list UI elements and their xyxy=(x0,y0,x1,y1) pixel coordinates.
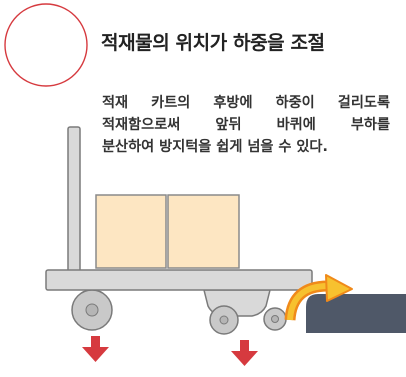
description-line: 분산하여 방지턱을 쉽게 넘을 수 있다. xyxy=(102,139,328,155)
cart-deck xyxy=(45,269,313,291)
cargo-box-right xyxy=(167,194,240,269)
speed-bump xyxy=(306,294,406,333)
down-arrow-icon xyxy=(231,340,258,366)
rear-wheel xyxy=(71,289,113,331)
description-text: 적재 카트의 후방에 하중이 걸리도록 적재함으로써 앞뒤 바퀴에 부하를 분산… xyxy=(102,92,390,158)
description-line: 적재 카트의 후방에 하중이 걸리도록 xyxy=(102,95,390,111)
circle-outline-icon xyxy=(4,3,88,87)
front-caster xyxy=(203,289,287,335)
cargo-box-left xyxy=(95,194,167,269)
cart-handle xyxy=(67,126,81,274)
page-title: 적재물의 위치가 하중을 조절 xyxy=(101,32,325,54)
curved-arrow-icon xyxy=(284,274,353,321)
down-arrow-icon xyxy=(82,336,109,362)
description-line: 적재함으로써 앞뒤 바퀴에 부하를 xyxy=(102,117,390,133)
